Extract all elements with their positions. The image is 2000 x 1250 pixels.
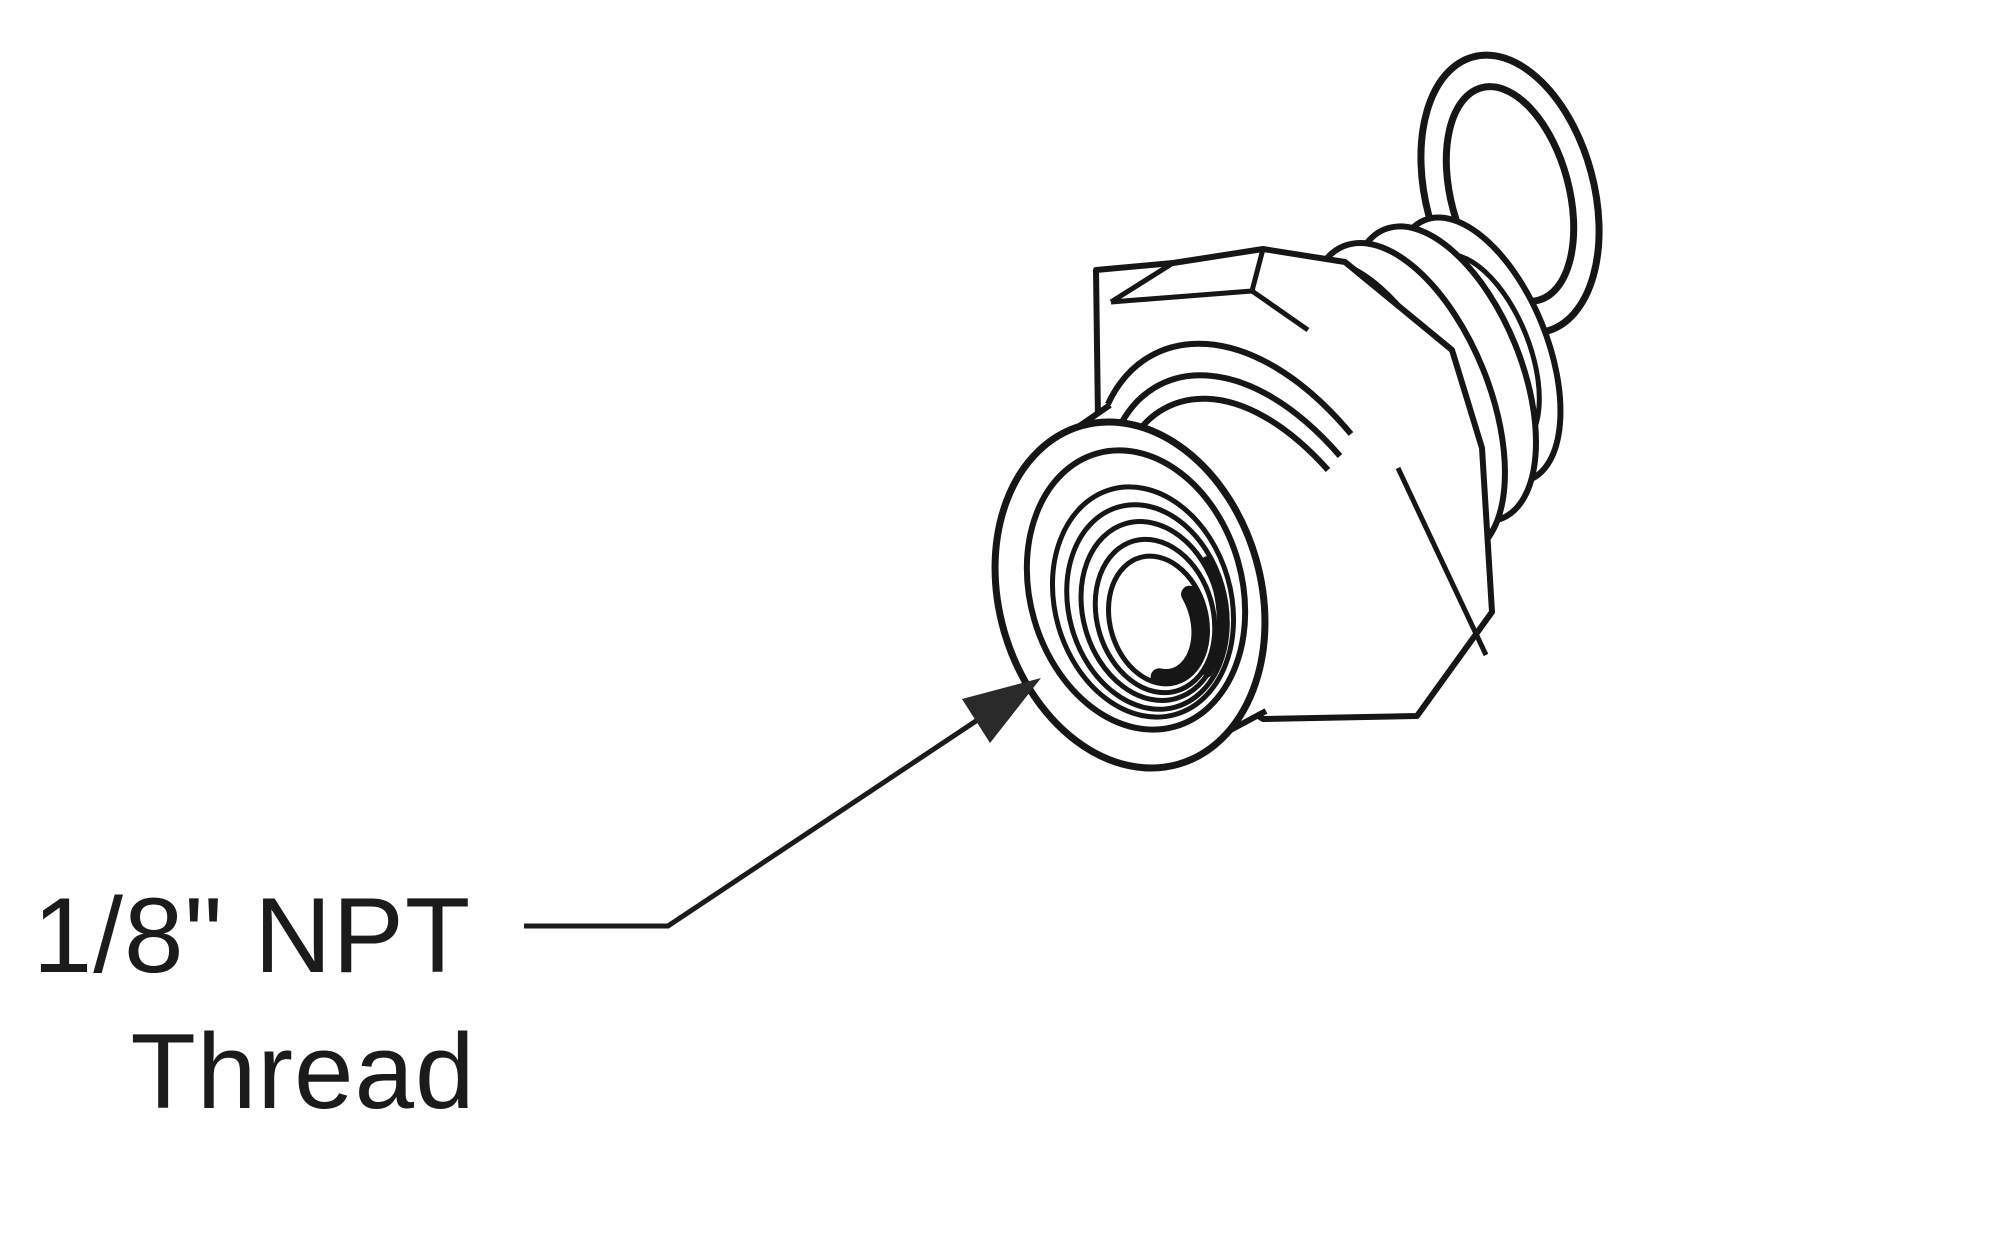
hex-facet-edge xyxy=(1249,248,1310,333)
female-thread-ring xyxy=(1049,484,1237,720)
female-thread-ring xyxy=(1092,536,1218,696)
callout-leader xyxy=(524,678,1041,929)
female-collar xyxy=(991,402,1269,772)
hex-chamfer-curve xyxy=(1115,372,1343,458)
arrowhead-icon xyxy=(962,678,1041,743)
hex-facet-edge xyxy=(1110,288,1253,305)
callout-line1: 1/8" NPT xyxy=(33,875,471,995)
hex-chamfer-curve xyxy=(1105,340,1354,436)
bore-shadow xyxy=(1150,556,1226,686)
callout-label: 1/8" NPT Thread xyxy=(33,875,475,1131)
bore-shadow-arc xyxy=(1202,556,1226,678)
leader-line xyxy=(524,712,987,929)
bore-shadow-arc xyxy=(1150,585,1209,686)
callout-line2: Thread xyxy=(130,1011,475,1131)
female-thread-ring xyxy=(1064,502,1230,712)
hex-facet-edge xyxy=(1109,260,1175,305)
collar-face-rim xyxy=(1023,447,1249,733)
hex-facet-edge xyxy=(1395,466,1489,657)
